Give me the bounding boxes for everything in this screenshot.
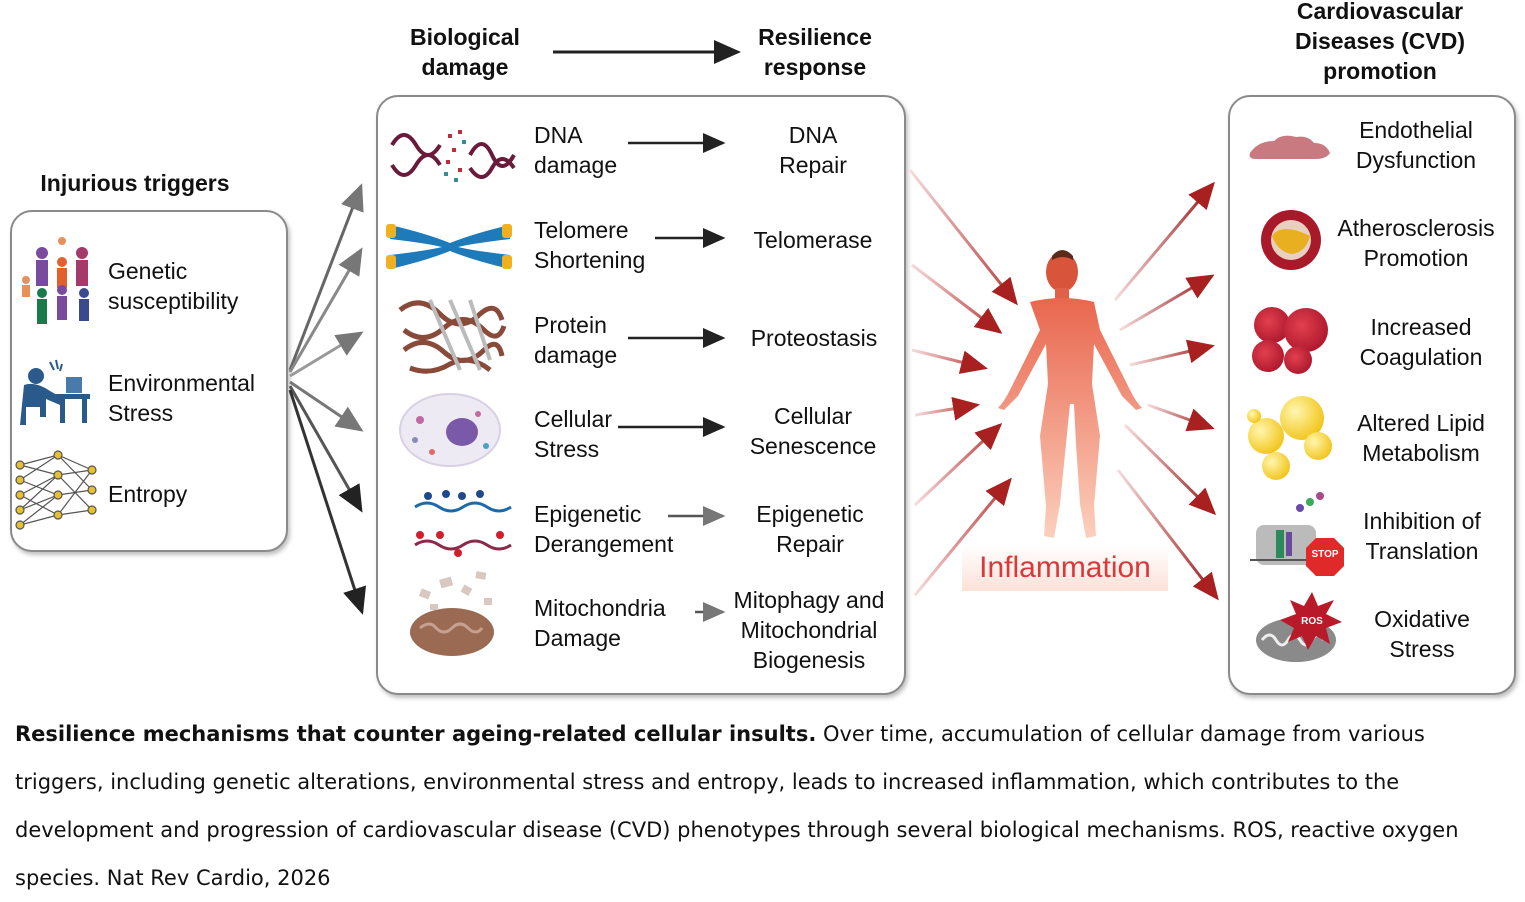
- family-icon: [22, 237, 89, 324]
- outcome-translation-line2: Translation: [1365, 538, 1479, 564]
- mitochondria-icon: [410, 571, 494, 656]
- caption-bold: Resilience mechanisms that counter agein…: [15, 722, 817, 746]
- cvd-box: [1228, 95, 1516, 695]
- damage-protein-line1: Protein: [534, 312, 607, 338]
- biological-damage-header-line1: Biological: [410, 24, 520, 50]
- cvd-promotion-header: Cardiovascular Diseases (CVD) promotion: [1260, 0, 1500, 86]
- diagram-graphics: [15, 40, 1344, 662]
- response-epigenetic-repair-line1: Epigenetic: [756, 501, 864, 527]
- damage-epigenetic-line2: Derangement: [534, 531, 674, 557]
- network-icon: [15, 450, 97, 530]
- caption-text: Over time, accumulation of cellular dama…: [15, 722, 1459, 890]
- damage-mitochondria-label: Mitochondria Damage: [534, 593, 666, 653]
- damage-epigenetic-line1: Epigenetic: [534, 501, 642, 527]
- damage-dna-label: DNA damage: [534, 120, 617, 180]
- trigger-fan-arrows: [288, 183, 367, 615]
- trigger-environmental-line1: Environmental: [108, 370, 256, 396]
- outcome-oxidative-line2: Stress: [1389, 636, 1455, 662]
- lipid-droplets-icon: [1247, 396, 1332, 480]
- outcome-atherosclerosis-line2: Promotion: [1363, 245, 1469, 271]
- outcome-oxidative-label: Oxidative Stress: [1340, 604, 1504, 664]
- red-blood-cells-icon: [1252, 307, 1328, 374]
- damage-dna-line2: damage: [534, 152, 618, 178]
- damage-telomere-label: Telomere Shortening: [534, 215, 645, 275]
- cvd-output-arrows: [1113, 181, 1219, 601]
- response-mitophagy-line1: Mitophagy and: [733, 587, 885, 613]
- damage-protein-label: Protein damage: [534, 310, 617, 370]
- ros-mitochondria-icon: [1256, 592, 1342, 662]
- resilience-response-header: Resilience response: [735, 22, 895, 82]
- response-senescence-line1: Cellular: [774, 403, 852, 429]
- response-dna-repair-line1: DNA: [788, 122, 838, 148]
- trigger-genetic-line1: Genetic: [108, 258, 188, 284]
- figure-caption: Resilience mechanisms that counter agein…: [15, 710, 1515, 902]
- response-dna-repair-label: DNA Repair: [738, 120, 888, 180]
- inflammation-label: Inflammation: [962, 545, 1168, 591]
- damage-mitochondria-line2: Damage: [534, 625, 621, 651]
- dna-icon: [390, 130, 516, 182]
- ribosome-stop-icon: [1250, 492, 1344, 576]
- outcome-endothelial-line2: Dysfunction: [1355, 147, 1477, 173]
- protein-icon: [398, 299, 507, 374]
- epigenetic-icon: [414, 490, 512, 557]
- outcome-oxidative-line1: Oxidative: [1374, 606, 1470, 632]
- resilience-response-header-line2: response: [763, 54, 867, 80]
- cvd-header-line2: Diseases (CVD): [1294, 28, 1466, 54]
- outcome-coagulation-line2: Coagulation: [1359, 344, 1483, 370]
- outcome-lipid-label: Altered Lipid Metabolism: [1340, 408, 1502, 468]
- cvd-header-line1: Cardiovascular: [1296, 0, 1464, 24]
- response-epigenetic-repair-line2: Repair: [776, 531, 844, 557]
- response-epigenetic-repair-label: Epigenetic Repair: [735, 499, 885, 559]
- damage-telomere-line2: Shortening: [534, 247, 646, 273]
- outcome-translation-label: Inhibition of Translation: [1340, 506, 1504, 566]
- outcome-lipid-line2: Metabolism: [1362, 440, 1480, 466]
- trigger-entropy-label: Entropy: [108, 481, 188, 507]
- trigger-environmental-line2: Stress: [108, 400, 174, 426]
- damage-dna-line1: DNA: [534, 122, 583, 148]
- response-proteostasis-label: Proteostasis: [750, 325, 878, 351]
- biological-damage-header: Biological damage: [385, 22, 545, 82]
- damage-protein-line2: damage: [534, 342, 618, 368]
- damage-cellular-line2: Stress: [534, 436, 600, 462]
- chromosome-icon: [386, 224, 512, 269]
- biological-damage-header-line2: damage: [421, 54, 509, 80]
- cell-icon: [399, 393, 501, 467]
- trigger-genetic-line2: susceptibility: [108, 288, 239, 314]
- damage-telomere-line1: Telomere: [534, 217, 629, 243]
- human-body-figure: [998, 250, 1142, 538]
- injurious-triggers-header: Injurious triggers: [40, 170, 230, 196]
- inflammation-input-arrows: [908, 169, 1018, 596]
- response-dna-repair-line2: Repair: [779, 152, 847, 178]
- damage-cellular-label: Cellular Stress: [534, 404, 612, 464]
- endothelium-icon: [1249, 135, 1330, 159]
- outcome-endothelial-label: Endothelial Dysfunction: [1336, 115, 1496, 175]
- damage-response-arrows: [618, 133, 726, 622]
- response-mitophagy-line2: Mitochondrial: [740, 617, 878, 643]
- outcome-atherosclerosis-label: Atherosclerosis Promotion: [1328, 213, 1504, 273]
- stressed-worker-icon: [20, 359, 90, 425]
- response-senescence-label: Cellular Senescence: [738, 401, 888, 461]
- response-telomerase-label: Telomerase: [753, 227, 873, 253]
- outcome-lipid-line1: Altered Lipid: [1357, 410, 1485, 436]
- damage-mitochondria-line1: Mitochondria: [534, 595, 666, 621]
- cvd-header-line3: promotion: [1323, 58, 1437, 84]
- outcome-coagulation-label: Increased Coagulation: [1340, 312, 1502, 372]
- artery-plaque-icon: [1261, 210, 1321, 270]
- ros-badge: ROS: [1301, 616, 1323, 627]
- response-senescence-line2: Senescence: [749, 433, 877, 459]
- outcome-coagulation-line1: Increased: [1370, 314, 1472, 340]
- response-mitophagy-label: Mitophagy and Mitochondrial Biogenesis: [724, 585, 894, 675]
- response-mitophagy-line3: Biogenesis: [752, 647, 866, 673]
- outcome-translation-line1: Inhibition of: [1363, 508, 1481, 534]
- trigger-environmental-label: Environmental Stress: [108, 368, 255, 428]
- damage-epigenetic-label: Epigenetic Derangement: [534, 499, 673, 559]
- outcome-atherosclerosis-line1: Atherosclerosis: [1337, 215, 1495, 241]
- stop-sign-badge: STOP: [1311, 549, 1339, 560]
- trigger-genetic-label: Genetic susceptibility: [108, 256, 238, 316]
- damage-cellular-line1: Cellular: [534, 406, 612, 432]
- outcome-endothelial-line1: Endothelial: [1359, 117, 1473, 143]
- resilience-response-header-line1: Resilience: [758, 24, 872, 50]
